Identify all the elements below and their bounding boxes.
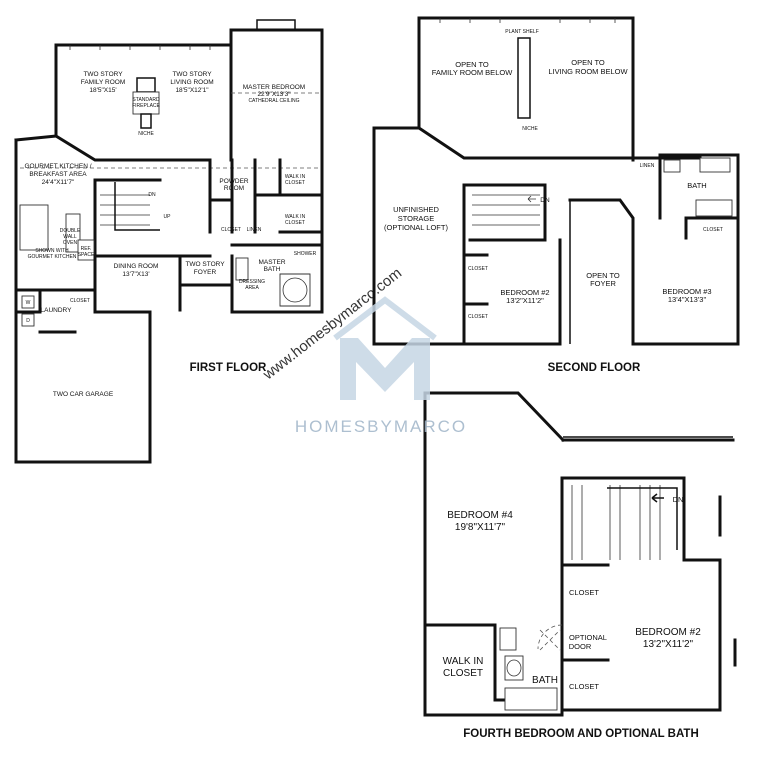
kitchen-label-2: BREAKFAST AREA xyxy=(29,171,87,178)
fourth-bedroom-plan xyxy=(423,391,737,717)
dressing-area-label-1: DRESSING xyxy=(239,279,265,285)
master-bedroom-ceiling: CATHEDRAL CEILING xyxy=(248,98,299,104)
second-linen-label: LINEN xyxy=(640,163,655,169)
watermark-brand: HOMESBYMARCO xyxy=(295,417,467,436)
fourth-closet-bottom-label: CLOSET xyxy=(569,682,599,691)
walk-in-closet-2-label-2: CLOSET xyxy=(285,220,305,226)
shower-label: SHOWER xyxy=(294,251,317,257)
foyer-label-2: FOYER xyxy=(194,269,217,276)
double-wall-oven-label-1: DOUBLE xyxy=(60,228,81,234)
dressing-area-label-2: AREA xyxy=(245,285,259,291)
dining-room-size: 13'7"X13' xyxy=(122,271,149,278)
storage-label-3: (OPTIONAL LOFT) xyxy=(384,223,448,232)
laundry-closet-label: CLOSET xyxy=(70,298,90,304)
family-room-label-2: FAMILY ROOM xyxy=(81,79,126,86)
fireplace-label-2: FIREPLACE xyxy=(132,103,160,109)
foyer-label-1: TWO STORY xyxy=(185,261,225,268)
fourth-bedroom-labels: BEDROOM #4 19'8"X11'7" DN CLOSET OPTIONA… xyxy=(443,495,702,740)
open-foyer-label-2: FOYER xyxy=(590,279,616,288)
fourth-bedroom-title: FOURTH BEDROOM AND OPTIONAL BATH xyxy=(463,728,699,740)
shown-with-label-1: SHOWN WITH xyxy=(35,248,69,254)
second-bath-label: BATH xyxy=(687,181,706,190)
walk-in-closet-1-label-2: CLOSET xyxy=(285,180,305,186)
walk-in-closet-label-2: CLOSET xyxy=(443,668,483,679)
living-room-label-2: LIVING ROOM xyxy=(170,79,213,86)
second-closet-2-label: CLOSET xyxy=(468,314,488,320)
double-wall-oven-label-3: OVEN xyxy=(63,240,78,246)
fourth-bedroom2-size: 13'2"X11'2" xyxy=(643,639,694,650)
fourth-bath-label: BATH xyxy=(532,675,558,686)
second-closet-1-label: CLOSET xyxy=(468,266,488,272)
double-wall-oven-label-2: WALL xyxy=(63,234,77,240)
open-family-label-1: OPEN TO xyxy=(455,60,489,69)
plant-shelf-label: PLANT SHELF xyxy=(505,29,539,35)
family-room-size: 18'5"X15' xyxy=(89,87,116,94)
open-family-label-2: FAMILY ROOM BELOW xyxy=(432,68,513,77)
powder-room-label-1: POWDER xyxy=(219,178,249,185)
living-room-size: 18'5"X12'1" xyxy=(175,87,209,94)
fourth-dn-arrow xyxy=(651,493,664,503)
walk-in-closet-1-label-1: WALK IN xyxy=(285,174,306,180)
first-floor-plan xyxy=(14,19,324,464)
second-bedroom2-label: BEDROOM #2 xyxy=(500,288,549,297)
second-dn-arrow xyxy=(527,195,536,203)
fourth-dn-label: DN xyxy=(673,495,684,504)
family-room-label-1: TWO STORY xyxy=(83,71,123,78)
ref-space-label-1: REF. xyxy=(81,246,92,252)
powder-room-label-2: ROOM xyxy=(224,185,244,192)
first-dn-label: DN xyxy=(148,192,156,198)
second-closet-right-label: CLOSET xyxy=(703,227,723,233)
optional-door-label-1: OPTIONAL xyxy=(569,633,607,642)
bedroom4-size: 19'8"X11'7" xyxy=(455,522,506,533)
open-living-label-1: OPEN TO xyxy=(571,58,605,67)
master-bedroom-size: 22'9"X13'3" xyxy=(257,91,291,98)
second-floor-plan xyxy=(372,16,740,346)
garage-label: TWO CAR GARAGE xyxy=(53,391,114,398)
kitchen-size: 24'4"X11'7" xyxy=(42,179,75,186)
washer-label: W xyxy=(26,300,31,306)
homesbymarco-logo-icon xyxy=(333,296,437,400)
walk-in-closet-label-1: WALK IN xyxy=(443,656,484,667)
first-closet-label: CLOSET xyxy=(221,227,241,233)
second-floor-labels: PLANT SHELF OPEN TO FAMILY ROOM BELOW OP… xyxy=(384,29,723,374)
master-bath-label-1: MASTER xyxy=(258,259,285,266)
second-niche-label: NICHE xyxy=(522,126,538,132)
optional-door-label-2: DOOR xyxy=(569,642,592,651)
second-floor-title: SECOND FLOOR xyxy=(548,362,641,374)
second-dn-label: DN xyxy=(540,197,550,204)
bedroom4-label: BEDROOM #4 xyxy=(447,510,513,521)
laundry-label: LAUNDRY xyxy=(41,307,73,314)
kitchen-label-1: GOURMET KITCHEN / xyxy=(24,163,91,170)
fireplace-label-1: STANDARD xyxy=(132,97,160,103)
dryer-label: D xyxy=(26,318,30,324)
first-linen-label: LINEN xyxy=(247,227,262,233)
first-floor-labels: TWO STORY FAMILY ROOM 18'5"X15' TWO STOR… xyxy=(24,71,316,398)
bedroom3-label: BEDROOM #3 xyxy=(662,287,711,296)
ref-space-label-2: SPACE xyxy=(78,252,95,258)
walk-in-closet-2-label-1: WALK IN xyxy=(285,214,306,220)
master-bedroom-label: MASTER BEDROOM xyxy=(243,84,305,91)
master-bath-label-2: BATH xyxy=(264,266,281,273)
open-foyer-label-1: OPEN TO xyxy=(586,271,620,280)
dining-room-label: DINING ROOM xyxy=(114,263,159,270)
storage-label-2: STORAGE xyxy=(398,214,435,223)
open-living-label-2: LIVING ROOM BELOW xyxy=(548,67,628,76)
second-bedroom2-size: 13'2"X11'2" xyxy=(506,296,544,305)
living-room-label-1: TWO STORY xyxy=(172,71,212,78)
fourth-bedroom2-label: BEDROOM #2 xyxy=(635,627,701,638)
shown-with-label-2: GOURMET KITCHEN xyxy=(28,254,77,260)
bedroom3-size: 13'4"X13'3" xyxy=(668,295,707,304)
storage-label-1: UNFINISHED xyxy=(393,205,439,214)
first-floor-title: FIRST FLOOR xyxy=(190,362,267,374)
fourth-closet-top-label: CLOSET xyxy=(569,588,599,597)
first-up-label: UP xyxy=(164,214,172,220)
niche-label: NICHE xyxy=(138,131,154,137)
